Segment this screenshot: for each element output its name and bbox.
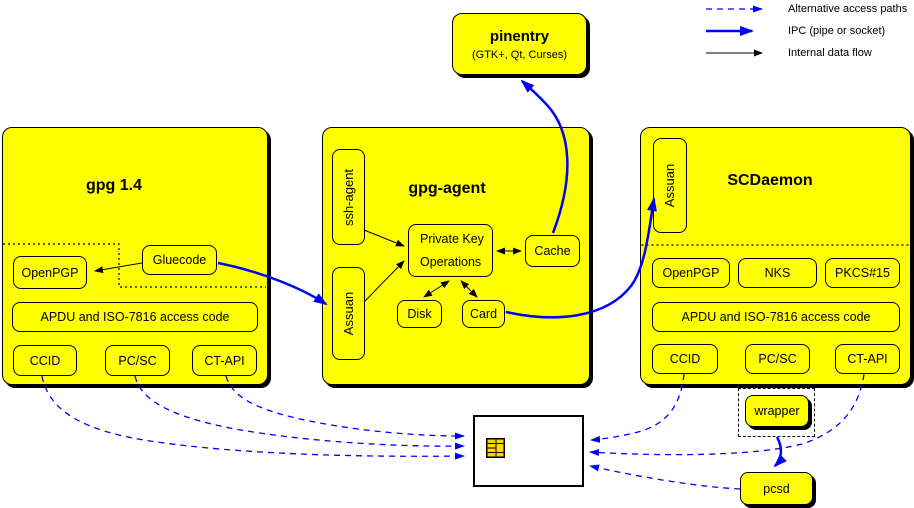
alt-gpg14-pcsc-to-card [134,375,465,450]
smartcard-chip-icon [486,438,505,458]
pinentry-box: pinentry (GTK+, Qt, Curses) [452,13,587,75]
alt-scdaemon-ctapi-to-card [589,373,865,457]
gpg14-ctapi-label: CT-API [204,353,245,368]
card-box: Card [462,300,505,328]
scdaemon-pkcs15-label: PKCS#15 [835,266,890,280]
wrapper-box: wrapper [745,395,809,427]
gpg-agent-assuan-label: Assuan [341,291,356,336]
scdaemon-openpgp-box: OpenPGP [652,258,730,288]
gpg14-apdu-box: APDU and ISO-7816 access code [12,302,258,332]
ssh-agent-label: ssh-agent [341,168,356,226]
gpg14-openpgp-label: OpenPGP [21,265,79,280]
scdaemon-ccid-box: CCID [652,344,718,374]
gpg14-openpgp-box: OpenPGP [13,256,87,289]
gpg14-pcsc-label: PC/SC [118,353,157,368]
scdaemon-ctapi-label: CT-API [847,352,888,366]
disk-box: Disk [397,300,442,328]
scdaemon-assuan-box: Assuan [653,138,687,233]
scdaemon-title: SCDaemon [727,172,813,189]
pcsd-box: pcsd [740,472,813,505]
smart-card [473,415,584,487]
pinentry-title: pinentry [489,27,550,45]
alt-gpg14-ccid-to-card [41,375,465,460]
scdaemon-nks-label: NKS [764,266,791,280]
alt-pcsd-to-card [589,464,741,490]
scdaemon-ctapi-box: CT-API [835,344,900,374]
ipc-wrapper-to-pcsd [773,436,788,468]
wrapper-label: wrapper [754,404,800,418]
gpg14-pcsc-box: PC/SC [105,345,170,376]
legend-ipc-label: IPC (pipe or socket) [788,25,886,37]
private-key-operations-box: Private Key Operations [408,224,493,277]
gpg-agent-title: gpg-agent [408,180,486,197]
scdaemon-assuan-label: Assuan [662,163,678,208]
card-label: Card [469,307,498,321]
scdaemon-ccid-label: CCID [669,352,701,366]
disk-label: Disk [407,307,432,321]
scdaemon-openpgp-label: OpenPGP [662,266,720,280]
private-key-operations-line2: Operations [420,254,482,269]
pcsd-label: pcsd [763,481,790,496]
gpg14-gluecode-box: Gluecode [142,245,217,275]
gpg14-gluecode-label: Gluecode [152,253,207,267]
scdaemon-apdu-label: APDU and ISO-7816 access code [681,310,871,324]
scdaemon-pcsc-label: PC/SC [758,352,797,366]
scdaemon-apdu-box: APDU and ISO-7816 access code [652,302,900,332]
alt-gpg14-ctapi-to-card [225,375,465,440]
scdaemon-pkcs15-box: PKCS#15 [825,258,900,288]
gpg-agent-assuan-box: Assuan [332,267,365,360]
gpg14-ccid-label: CCID [29,353,61,368]
gpg14-ccid-box: CCID [13,345,77,376]
gpg14-title: gpg 1.4 [85,177,142,194]
cache-label: Cache [534,244,571,258]
ssh-agent-box: ssh-agent [332,149,365,245]
gpg14-ctapi-box: CT-API [192,345,257,376]
gpg14-apdu-label: APDU and ISO-7816 access code [40,310,230,324]
scdaemon-pcsc-box: PC/SC [745,344,810,374]
cache-box: Cache [525,235,580,267]
private-key-operations-line1: Private Key [420,231,484,246]
scdaemon-nks-box: NKS [738,258,817,288]
legend-internal-label: Internal data flow [788,47,872,59]
legend-alternative-label: Alternative access paths [788,3,908,15]
pinentry-subtitle: (GTK+, Qt, Curses) [471,48,568,61]
